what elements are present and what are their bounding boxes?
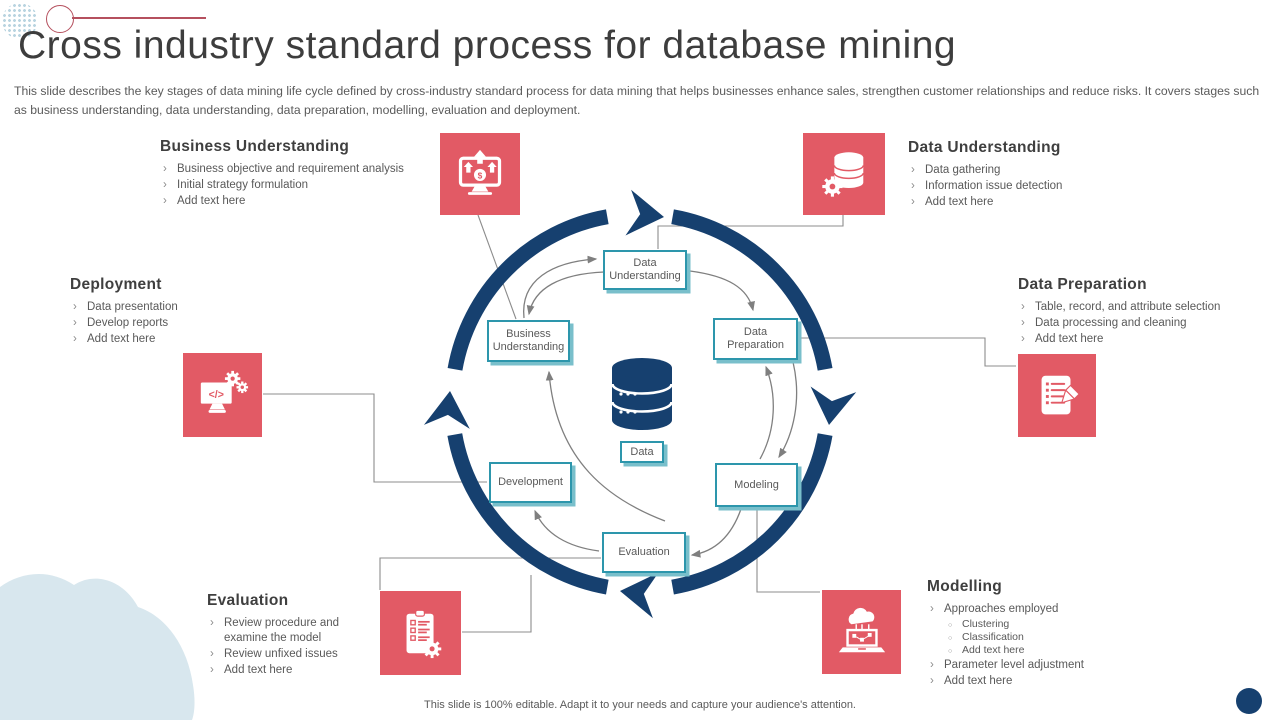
editable-note: This slide is 100% editable. Adapt it to… [424,699,856,711]
section-title: Deployment [70,276,162,293]
bullet-list: Review procedure and examine the model R… [207,616,377,678]
deployment-tile: </> [183,353,262,437]
section-title: Evaluation [207,592,289,609]
section-modelling: Modelling Approaches employed Clustering… [927,578,1167,690]
document-pencil-icon [1041,375,1080,414]
halftone-dots-decoration [2,3,38,39]
svg-text:</>: </> [208,389,223,401]
database-gear-icon [822,152,865,197]
node-business-understanding: Business Understanding [487,320,570,362]
icon-node-connectors [263,214,1016,633]
monitor-growth-icon: $ [458,149,502,195]
node-data: Data [620,441,664,463]
business-understanding-tile: $ [440,133,520,215]
cycle-arcs [447,209,833,595]
node-modeling: Modeling [715,463,798,507]
section-title: Business Understanding [160,138,350,155]
blob-decoration [0,573,195,720]
data-understanding-tile [803,133,885,215]
section-title: Data Preparation [1018,276,1147,293]
bullet-list: Business objective and requirement analy… [160,162,450,209]
section-deployment: Deployment Data presentation Develop rep… [70,276,330,348]
cycle-arrowheads [423,189,857,619]
bullet-list: Data gathering Information issue detecti… [908,163,1208,210]
section-data-preparation: Data Preparation Table, record, and attr… [1018,276,1268,348]
node-data-understanding: Data Understanding [603,250,687,290]
sub-bullet-list: Clustering Classification Add text here [946,618,1167,658]
bullet-list: Table, record, and attribute selection D… [1018,300,1268,347]
slide-description: This slide describes the key stages of d… [14,84,1260,117]
ring-decoration [46,5,74,33]
page-title: Cross industry standard process for data… [18,24,957,67]
bullet-list: Data presentation Develop reports Add te… [70,300,330,347]
corner-dot-decoration [1236,688,1262,714]
section-business-understanding: Business Understanding Business objectiv… [160,138,450,210]
evaluation-tile [380,591,461,675]
section-title: Modelling [927,578,1003,595]
monitor-code-gears-icon: </> [200,370,248,413]
section-evaluation: Evaluation Review procedure and examine … [207,592,377,679]
stage-flow-arrows [523,255,798,558]
accent-line-decoration [72,17,206,19]
section-data-understanding: Data Understanding Data gathering Inform… [908,139,1208,211]
node-development: Development [489,462,572,503]
node-data-preparation: Data Preparation [713,318,798,360]
svg-text:$: $ [478,170,483,180]
section-title: Data Understanding [908,139,1061,156]
data-preparation-tile [1018,354,1096,437]
clipboard-gear-icon [406,609,441,659]
node-evaluation: Evaluation [602,532,686,573]
modelling-tile [822,590,901,674]
laptop-cloud-icon [838,607,885,653]
bullet-list: Approaches employed Clustering Classific… [927,602,1167,689]
database-icon [611,358,673,430]
